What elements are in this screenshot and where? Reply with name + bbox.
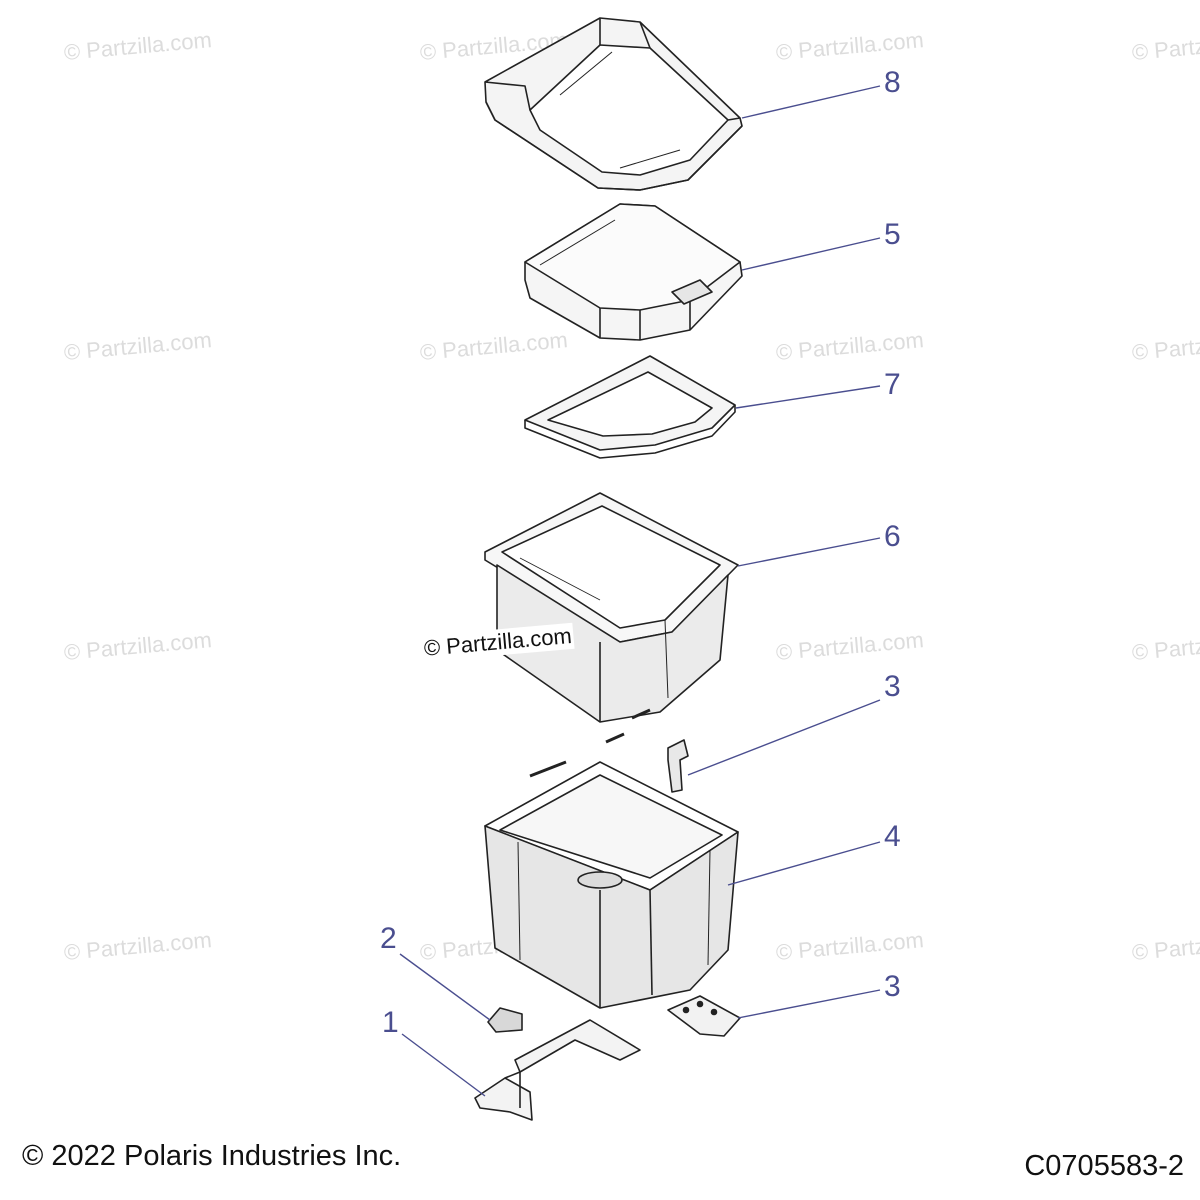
callout-8: 8	[884, 66, 901, 99]
leader-4	[727, 841, 881, 886]
callout-5: 5	[884, 218, 901, 251]
leader-3-bottom	[737, 989, 881, 1019]
callout-2: 2	[380, 922, 397, 955]
part-6-liner	[484, 492, 739, 723]
leader-8	[741, 85, 881, 119]
leader-3-top	[687, 699, 881, 776]
leader-2	[399, 953, 491, 1021]
callout-7: 7	[884, 368, 901, 401]
part-4-outer-box	[484, 761, 739, 1009]
part-1-bracket	[474, 1019, 641, 1121]
diagram-code: C0705583-2	[1024, 1150, 1184, 1182]
leader-7	[735, 385, 881, 409]
part-8-lid-frame	[484, 17, 743, 191]
callout-4: 4	[884, 820, 901, 853]
small-hardware	[529, 708, 689, 793]
part-7-gasket	[524, 355, 736, 459]
callout-3-bottom: 3	[884, 970, 901, 1003]
leader-1	[401, 1033, 486, 1097]
leader-5	[741, 237, 881, 271]
part-3-plate	[667, 995, 741, 1037]
leader-6	[737, 537, 881, 567]
callout-6: 6	[884, 520, 901, 553]
part-5-tray	[524, 203, 743, 341]
copyright-notice: © 2022 Polaris Industries Inc.	[22, 1140, 402, 1172]
part-2-pad	[487, 1007, 523, 1033]
callout-3-top: 3	[884, 670, 901, 703]
callout-1: 1	[382, 1006, 399, 1039]
